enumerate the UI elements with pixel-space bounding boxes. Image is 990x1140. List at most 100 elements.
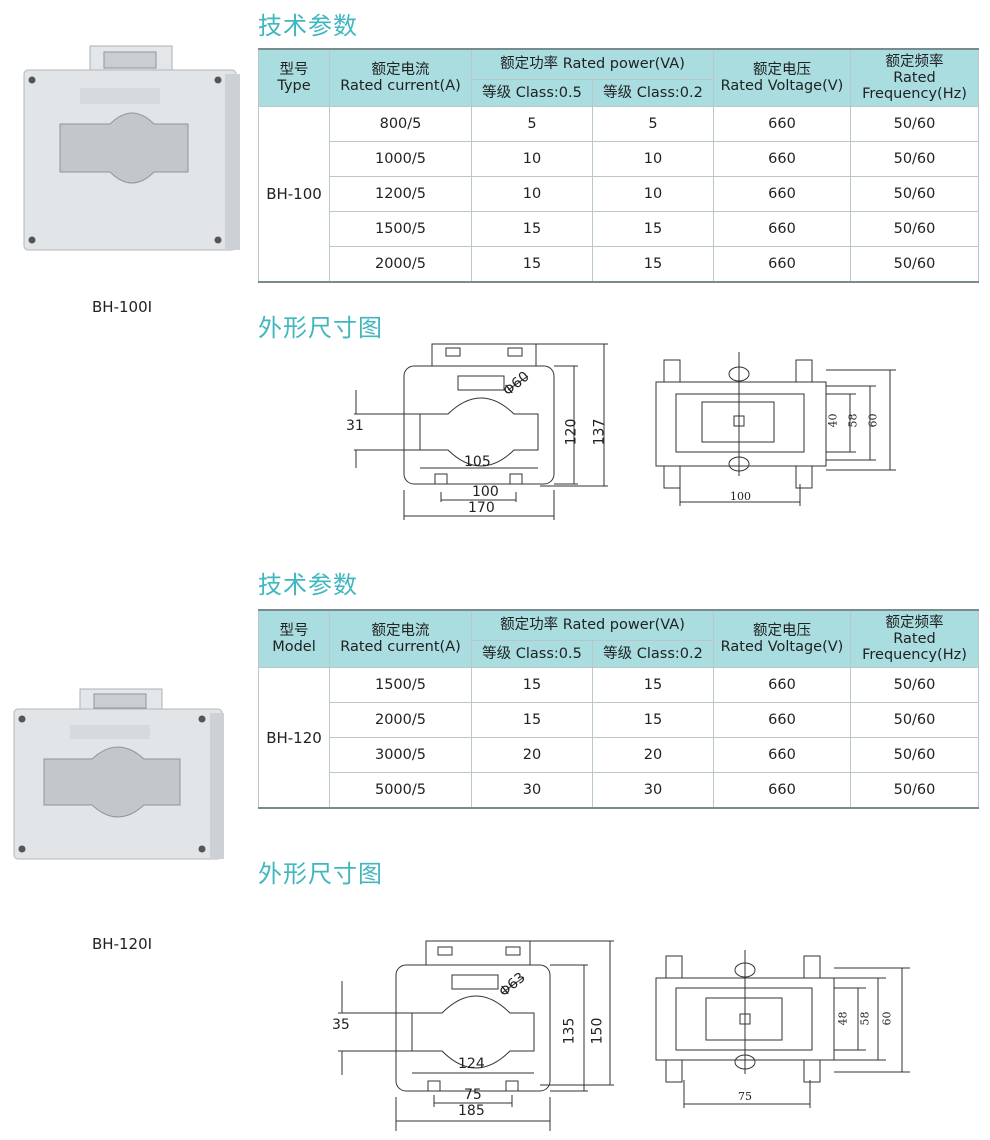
table-cell: 50/60	[850, 737, 979, 773]
header-power: 额定功率 Rated power(VA)	[471, 609, 714, 641]
table-cell: 1500/5	[329, 667, 472, 703]
table-cell: 660	[713, 737, 851, 773]
table-cell: 1200/5	[329, 176, 472, 212]
table-cell: 30	[592, 772, 714, 809]
table-cell: 660	[713, 702, 851, 738]
product-caption-bh120: BH-120I	[92, 935, 153, 953]
table-cell: 50/60	[850, 702, 979, 738]
table-cell: 660	[713, 141, 851, 177]
table-row: BH-120 1500/5 15 15 660 50/60	[258, 667, 979, 809]
table-row: 2000/5 15 15 660 50/60	[259, 246, 979, 283]
side-dim-b: 58	[858, 1011, 872, 1026]
table-row: 3000/5 20 20 660 50/60	[259, 737, 979, 773]
tech-params-title-2: 技术参数	[258, 571, 358, 599]
dim-total-width: 170	[468, 500, 495, 516]
table-cell: 800/5	[329, 106, 472, 142]
table-cell: 15	[471, 211, 593, 247]
side-dim-width: 75	[738, 1090, 752, 1103]
table-cell: 15	[471, 702, 593, 738]
side-dim-c: 60	[866, 413, 880, 428]
table-row: 5000/5 30 30 660 50/60	[259, 772, 979, 809]
side-dim-c: 60	[880, 1011, 894, 1026]
dim-inner-height: 120	[563, 418, 580, 446]
table-row: 1000/5 10 10 660 50/60	[259, 141, 979, 177]
model-cell: BH-100	[258, 106, 330, 283]
table-cell: 50/60	[850, 667, 979, 703]
dim-mount-spacing: 100	[472, 484, 499, 500]
table-cell: 660	[713, 106, 851, 142]
side-dim-width: 100	[730, 490, 751, 503]
dimension-title-1: 外形尺寸图	[258, 314, 383, 342]
tech-params-title-1: 技术参数	[258, 12, 358, 40]
table-cell: 2000/5	[329, 702, 472, 738]
table-row: BH-100 800/5 5 5 660 50/60	[258, 106, 979, 283]
dim-window-width: 124	[458, 1056, 485, 1072]
table-cell: 660	[713, 667, 851, 703]
dim-inner-height: 135	[561, 1017, 578, 1045]
table-cell: 5000/5	[329, 772, 472, 809]
table-cell: 20	[592, 737, 714, 773]
front-drawing-bh100: 31 105 100 170 Φ60 120 137	[340, 340, 630, 530]
dim-window-height: 31	[346, 418, 364, 434]
table-cell: 15	[592, 246, 714, 283]
table-cell: 50/60	[850, 246, 979, 283]
table-cell: 10	[471, 141, 593, 177]
table-row: 2000/5 15 15 660 50/60	[259, 702, 979, 738]
table-cell: 50/60	[850, 176, 979, 212]
dim-window-width: 105	[464, 454, 491, 470]
product-image-bh120	[10, 685, 235, 865]
header-class02: 等级 Class:0.2	[592, 78, 714, 108]
side-drawing-bh120: 48 58 60 75	[652, 950, 914, 1110]
table-cell: 15	[471, 667, 593, 703]
product-image-bh100	[20, 40, 245, 255]
table-cell: 10	[471, 176, 593, 212]
dim-outer-height: 150	[589, 1017, 606, 1045]
product-caption-bh100: BH-100I	[92, 298, 153, 316]
table-cell: 15	[592, 702, 714, 738]
table-cell: 3000/5	[329, 737, 472, 773]
side-drawing-bh100: 40 58 60 100	[650, 352, 900, 512]
table-cell: 660	[713, 176, 851, 212]
table-cell: 1000/5	[329, 141, 472, 177]
table-cell: 15	[592, 211, 714, 247]
dim-mount-spacing: 75	[464, 1087, 482, 1103]
table-cell: 10	[592, 176, 714, 212]
table-cell: 15	[592, 667, 714, 703]
side-dim-a: 40	[826, 413, 840, 428]
table-cell: 50/60	[850, 772, 979, 809]
table-cell: 50/60	[850, 141, 979, 177]
dimension-title-2: 外形尺寸图	[258, 860, 383, 888]
table-cell: 5	[471, 106, 593, 142]
dim-window-height: 35	[332, 1017, 350, 1033]
table-cell: 20	[471, 737, 593, 773]
table-cell: 50/60	[850, 106, 979, 142]
dim-outer-height: 137	[591, 418, 608, 446]
header-class02: 等级 Class:0.2	[592, 639, 714, 669]
table-cell: 660	[713, 211, 851, 247]
table-cell: 660	[713, 772, 851, 809]
table-cell: 2000/5	[329, 246, 472, 283]
table-cell: 5	[592, 106, 714, 142]
table-cell: 10	[592, 141, 714, 177]
side-dim-a: 48	[836, 1011, 850, 1026]
header-power: 额定功率 Rated power(VA)	[471, 48, 714, 80]
header-class05: 等级 Class:0.5	[471, 639, 593, 669]
table-row: 1500/5 15 15 660 50/60	[259, 211, 979, 247]
dim-total-width: 185	[458, 1103, 485, 1119]
front-drawing-bh120: 35 124 75 185 Φ63 135 150	[330, 935, 620, 1135]
table-cell: 660	[713, 246, 851, 283]
table-cell: 30	[471, 772, 593, 809]
table-cell: 1500/5	[329, 211, 472, 247]
table-cell: 15	[471, 246, 593, 283]
header-class05: 等级 Class:0.5	[471, 78, 593, 108]
side-dim-b: 58	[846, 413, 860, 428]
